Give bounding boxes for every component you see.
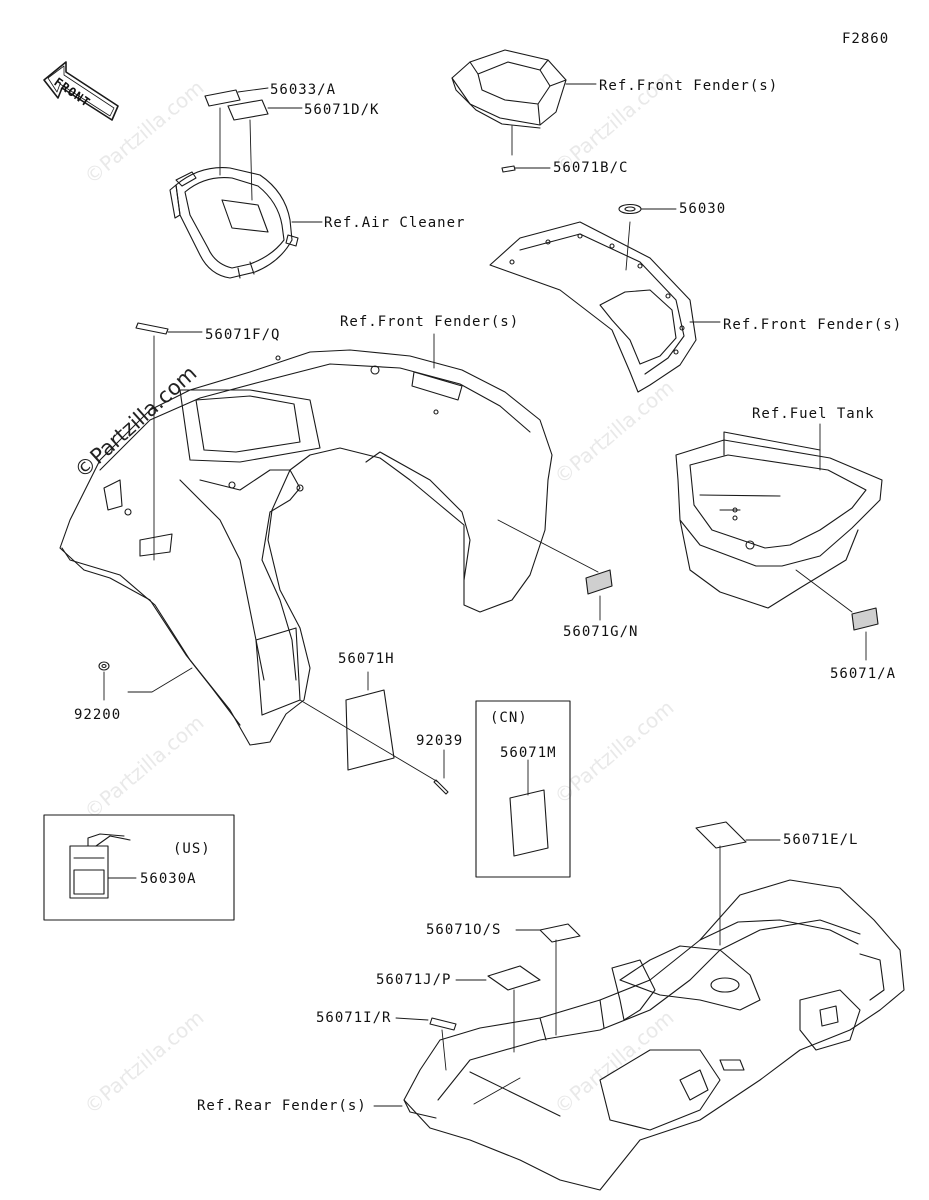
decal-56033a bbox=[204, 89, 241, 107]
label-ref-air-cleaner: Ref.Air Cleaner bbox=[324, 215, 466, 231]
label-56071os[interactable]: 56071O/S bbox=[426, 922, 502, 938]
label-ref-front-fender-center: Ref.Front Fender(s) bbox=[340, 314, 520, 330]
decal-56071gn bbox=[585, 569, 613, 595]
cn-box bbox=[475, 700, 571, 878]
air-cleaner-cover bbox=[169, 167, 299, 279]
decal-56071jp bbox=[487, 965, 541, 991]
diagram-code: F2860 bbox=[842, 31, 890, 47]
label-56071dk[interactable]: 56071D/K bbox=[304, 102, 380, 118]
label-ref-rear-fender: Ref.Rear Fender(s) bbox=[197, 1098, 367, 1114]
label-56071el[interactable]: 56071E/L bbox=[783, 832, 859, 848]
decal-56071a bbox=[851, 607, 879, 631]
label-ref-fuel-tank: Ref.Fuel Tank bbox=[752, 406, 875, 422]
front-fender-main bbox=[59, 349, 553, 746]
front-fender-right-liner bbox=[489, 221, 697, 393]
decal-56071os bbox=[539, 923, 581, 943]
grommet-56030 bbox=[618, 203, 642, 215]
label-56071bc[interactable]: 56071B/C bbox=[553, 160, 629, 176]
decal-56071el bbox=[695, 821, 747, 849]
label-us: (US) bbox=[173, 841, 211, 857]
decal-56071ir bbox=[429, 1017, 457, 1031]
rivet-92200 bbox=[98, 661, 110, 671]
front-fender-top-panel bbox=[451, 49, 567, 129]
label-56071fq[interactable]: 56071F/Q bbox=[205, 327, 281, 343]
label-ref-front-fender-right: Ref.Front Fender(s) bbox=[723, 317, 903, 333]
decal-56071dk bbox=[227, 99, 269, 121]
us-box bbox=[43, 814, 235, 921]
label-56071jp[interactable]: 56071J/P bbox=[376, 972, 452, 988]
label-56071gn[interactable]: 56071G/N bbox=[563, 624, 639, 640]
rivet-92039 bbox=[433, 779, 449, 795]
label-92039[interactable]: 92039 bbox=[416, 733, 464, 749]
label-56071m[interactable]: 56071M bbox=[500, 745, 557, 761]
front-arrow-icon bbox=[43, 61, 119, 121]
rear-fender bbox=[403, 879, 905, 1191]
label-ref-front-fender-top: Ref.Front Fender(s) bbox=[599, 78, 779, 94]
decal-56071fq bbox=[135, 322, 169, 335]
decal-56071bc bbox=[501, 165, 516, 173]
fuel-tank-tray bbox=[675, 431, 883, 609]
label-92200[interactable]: 92200 bbox=[74, 707, 122, 723]
label-56071ir[interactable]: 56071I/R bbox=[316, 1010, 392, 1026]
label-56071a[interactable]: 56071/A bbox=[830, 666, 897, 682]
label-56071h[interactable]: 56071H bbox=[338, 651, 395, 667]
label-56033a[interactable]: 56033/A bbox=[270, 82, 337, 98]
label-cn: (CN) bbox=[490, 710, 528, 726]
decal-56071h bbox=[345, 689, 395, 771]
leader-lines bbox=[103, 83, 867, 1107]
label-56030[interactable]: 56030 bbox=[679, 201, 727, 217]
label-56030a[interactable]: 56030A bbox=[140, 871, 197, 887]
